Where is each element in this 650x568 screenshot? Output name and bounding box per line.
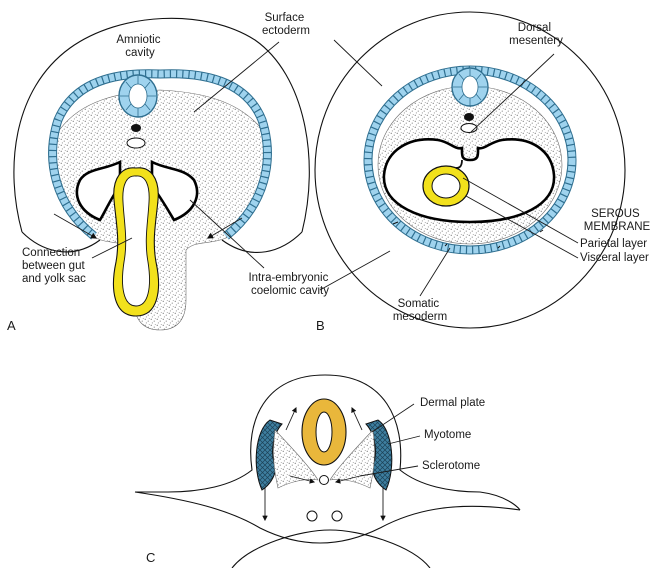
label-connection-gut-yolk-sac: Connection between gut and yolk sac bbox=[22, 247, 88, 285]
fold-arrow-right bbox=[206, 217, 243, 239]
sclerotome-left-c bbox=[273, 429, 319, 489]
arrow-dermal-right bbox=[351, 407, 363, 431]
panel-label-b: B bbox=[316, 318, 325, 333]
panel-a: Amniotic cavity Surface ectoderm Connect… bbox=[7, 12, 331, 333]
label-intra-embryonic-coelomic-cavity: Intra-embryonic coelomic cavity bbox=[248, 272, 331, 297]
label-parietal-layer: Parietal layer bbox=[580, 238, 647, 250]
amnion-fold-left bbox=[21, 231, 101, 253]
amnion-outline-a bbox=[13, 17, 310, 233]
arrow-sclerotome-left bbox=[289, 475, 316, 484]
amnion-fold-right bbox=[221, 231, 303, 253]
label-amniotic-cavity: Amniotic cavity bbox=[116, 34, 163, 59]
arrow-dermal-left bbox=[285, 407, 297, 431]
coelomic-cavity-left-a bbox=[75, 159, 122, 222]
arrow-sclerotome-right bbox=[334, 475, 361, 484]
body-wall-left-c bbox=[134, 491, 521, 544]
label-myotome: Myotome bbox=[424, 429, 471, 441]
fold-arrow-left bbox=[53, 213, 98, 239]
notochord-a bbox=[131, 124, 141, 132]
label-surface-ectoderm: Surface ectoderm bbox=[262, 12, 310, 37]
notochord-c bbox=[319, 475, 329, 485]
aorta-left-c bbox=[306, 510, 318, 522]
label-visceral-layer: Visceral layer bbox=[580, 252, 649, 264]
coelomic-cavity-right-a bbox=[150, 159, 199, 222]
label-somatic-mesoderm: Somatic mesoderm bbox=[393, 298, 447, 323]
label-sclerotome: Sclerotome bbox=[422, 460, 480, 472]
label-dermal-plate: Dermal plate bbox=[420, 397, 485, 409]
sclerotome-right-c bbox=[329, 429, 375, 489]
mesoderm-a bbox=[55, 89, 267, 331]
aorta-right-c bbox=[331, 510, 343, 522]
panel-b: Dorsal mesentery SEROUS MEMBRANE Parieta… bbox=[314, 11, 650, 333]
coelomic-cavity-b bbox=[382, 138, 556, 224]
dorsal-mesentery-b bbox=[455, 159, 463, 169]
dorsal-aorta-a bbox=[126, 137, 146, 149]
notochord-b bbox=[464, 113, 474, 121]
amnion-outline-b bbox=[314, 11, 626, 329]
label-dorsal-mesentery: Dorsal mesentery bbox=[509, 22, 563, 47]
panel-c: Dermal plate Myotome Sclerotome C bbox=[134, 374, 521, 568]
label-serous-membrane: SEROUS MEMBRANE bbox=[584, 208, 650, 233]
panel-label-c: C bbox=[146, 550, 155, 565]
embryo-outline-c bbox=[167, 374, 521, 511]
panel-label-a: A bbox=[7, 318, 16, 333]
